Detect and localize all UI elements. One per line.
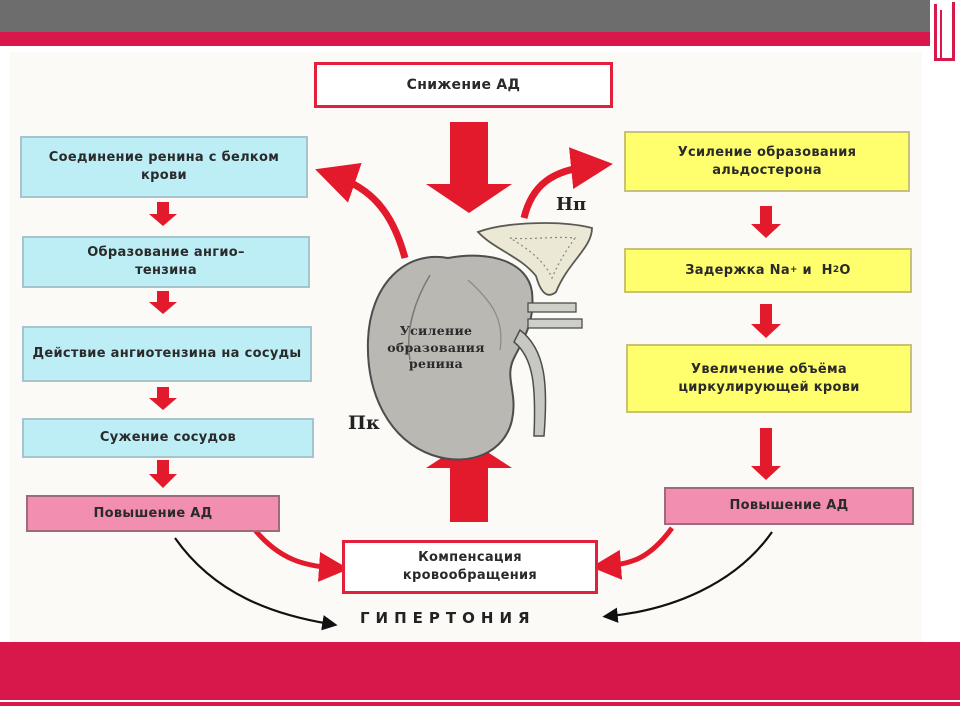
box-bp-increase-right: Повышение АД bbox=[664, 487, 914, 525]
bottom-accent-bar bbox=[0, 642, 960, 700]
curved-arrow-right bbox=[520, 147, 613, 219]
box-blood-volume: Увеличение объёма циркулирующей крови bbox=[626, 344, 912, 413]
box-renin-binding: Соединение ренина с белком крови bbox=[20, 136, 308, 198]
box-vessel-narrowing: Сужение сосудов bbox=[22, 418, 314, 458]
label-np: Нп bbox=[556, 194, 587, 215]
kidney-illustration bbox=[366, 222, 593, 461]
big-arrow-down bbox=[426, 122, 512, 213]
h2-subscript: 2 bbox=[832, 265, 840, 276]
box-angiotensin-formation: Образование ангио– тензина bbox=[22, 236, 310, 288]
left-column-arrows bbox=[149, 202, 177, 488]
box-aldosterone: Усиление образования альдостерона bbox=[624, 131, 910, 192]
black-arrow-right bbox=[602, 531, 773, 623]
curved-arrow-left bbox=[315, 162, 409, 259]
box-bp-increase-left: Повышение АД bbox=[26, 495, 280, 532]
right-column-arrows bbox=[751, 206, 781, 480]
big-arrow-up bbox=[426, 440, 512, 522]
box-angiotensin-action: Действие ангиотензина на сосуды bbox=[22, 326, 312, 382]
bottom-accent-line bbox=[0, 702, 960, 706]
adrenal-gland bbox=[476, 222, 593, 296]
o-text: O bbox=[839, 262, 851, 278]
black-arrow-left bbox=[174, 537, 338, 631]
kidney-text: Усиление образования ренина bbox=[387, 322, 485, 372]
top-bar bbox=[0, 0, 930, 32]
h-text: и H bbox=[797, 262, 833, 278]
na-charge: + bbox=[789, 265, 798, 276]
hypertension-label: ГИПЕРТОНИЯ bbox=[360, 609, 536, 627]
box-bp-decrease: Снижение АД bbox=[314, 62, 613, 108]
top-accent-stripe bbox=[0, 32, 930, 46]
na-text: Задержка Na bbox=[685, 262, 790, 278]
corner-ornament bbox=[930, 0, 960, 64]
arrow-left-to-compensation bbox=[253, 528, 349, 582]
box-compensation: Компенсация кровообращения bbox=[342, 540, 598, 594]
arrow-right-to-compensation bbox=[591, 526, 675, 580]
top-white-line bbox=[0, 46, 566, 52]
label-pk: Пк bbox=[348, 412, 380, 434]
